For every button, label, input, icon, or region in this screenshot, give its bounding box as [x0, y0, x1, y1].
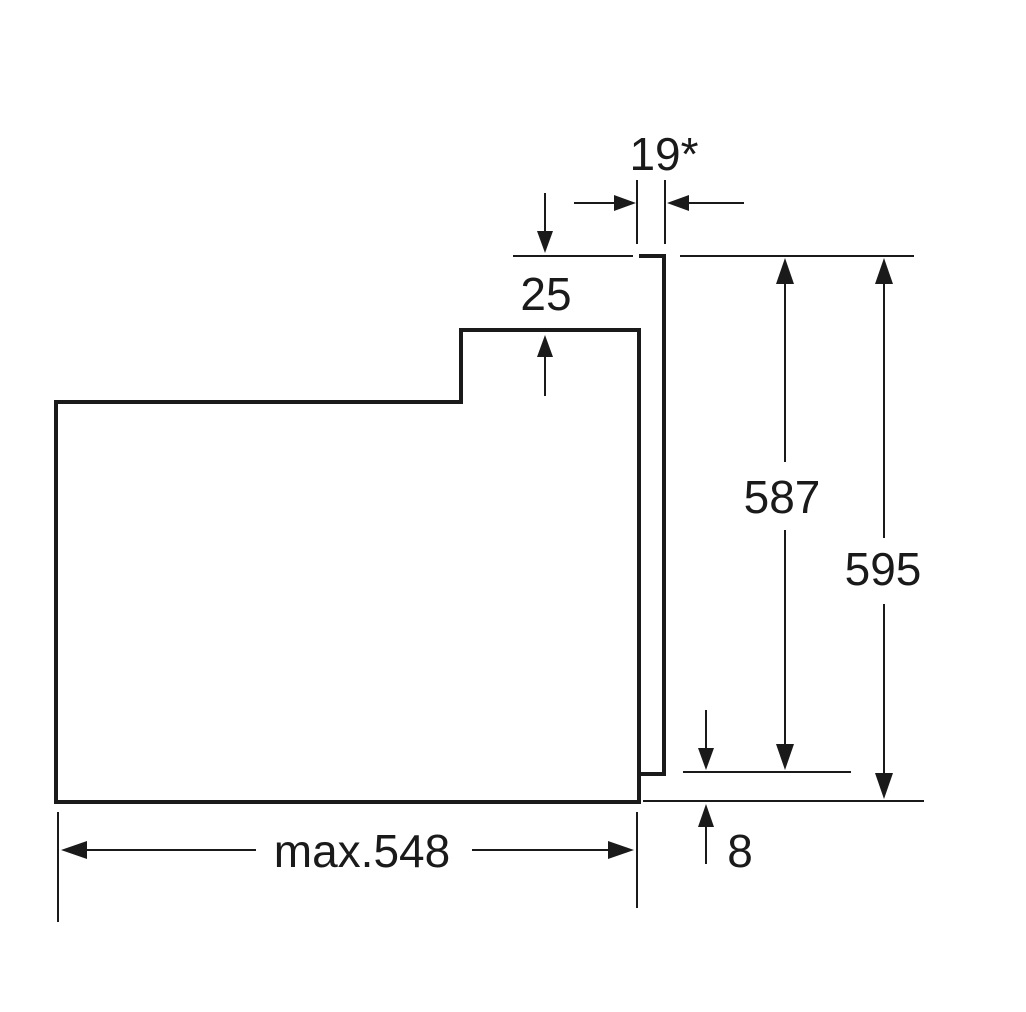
oven-door-outline: [639, 254, 666, 776]
door-thickness-arrow-left-head: [614, 195, 636, 211]
door-thickness-arrow-right-head: [667, 195, 689, 211]
total-height-arrow-top: [875, 258, 893, 284]
total-height-arrow-bottom: [875, 773, 893, 799]
depth-arrow-right: [608, 841, 634, 859]
door-height-label: 587: [744, 471, 821, 523]
door-height-arrow-top: [776, 258, 794, 284]
top-step-label: 25: [520, 268, 571, 320]
door-thickness-label: 19*: [629, 128, 698, 180]
top-step-arrow-up-head: [537, 335, 553, 357]
depth-label: max.548: [274, 825, 450, 877]
door-bottom-arrow-head: [698, 748, 714, 770]
oven-body-outline: [54, 328, 641, 804]
bottom-offset-label: 8: [727, 825, 753, 877]
top-step-arrow-down-head: [537, 231, 553, 253]
depth-arrow-left: [61, 841, 87, 859]
total-height-label: 595: [845, 543, 922, 595]
bottom-offset-arrow-head: [698, 804, 714, 827]
door-height-arrow-bottom: [776, 744, 794, 770]
